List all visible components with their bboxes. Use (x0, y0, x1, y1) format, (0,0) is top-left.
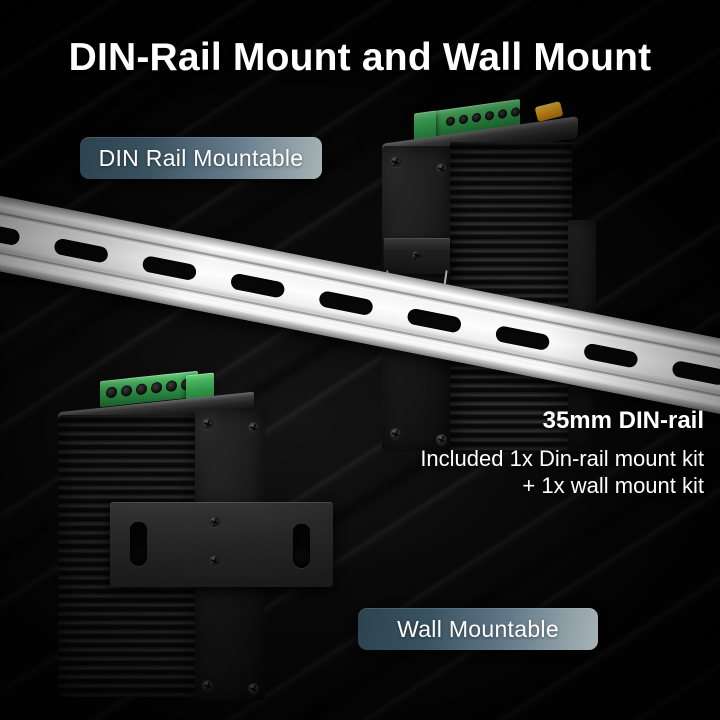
spec-kit-line-1: Included 1x Din-rail mount kit (420, 446, 704, 471)
spec-heading: 35mm DIN-rail (542, 407, 704, 434)
page-title: DIN-Rail Mount and Wall Mount (68, 36, 652, 79)
spec-kit-list: Included 1x Din-rail mount kit + 1x wall… (264, 445, 704, 499)
badge-din-rail-mountable: DIN Rail Mountable (80, 137, 322, 179)
badge-wall-mountable: Wall Mountable (358, 608, 598, 650)
spec-kit-line-2: + 1x wall mount kit (522, 473, 704, 498)
